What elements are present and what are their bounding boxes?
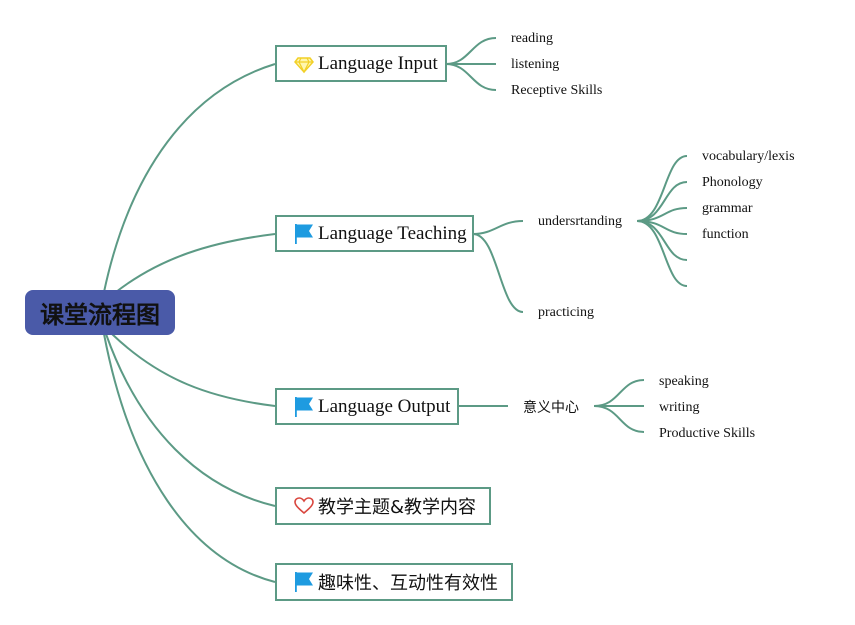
diamond-icon (294, 53, 314, 75)
leaf-grammar[interactable]: grammar (702, 201, 753, 216)
leaf-productive-skills[interactable]: Productive Skills (659, 426, 756, 441)
leaf-phonology[interactable]: Phonology (702, 175, 763, 190)
branch-label: Language Output (318, 395, 451, 417)
root-label: 课堂流程图 (40, 301, 160, 329)
branch-label: Language Teaching (318, 222, 467, 244)
leaf-listening[interactable]: listening (511, 57, 560, 72)
flag-icon (294, 223, 314, 245)
branch-language-teaching[interactable]: Language Teaching (275, 215, 474, 252)
leaf-writing[interactable]: writing (659, 400, 700, 415)
sub-understanding[interactable]: undersrtanding (538, 214, 622, 229)
sub-practicing[interactable]: practicing (538, 305, 594, 320)
branch-teaching-theme[interactable]: 教学主题&教学内容 (275, 487, 491, 525)
leaf-vocabulary[interactable]: vocabulary/lexis (702, 149, 795, 164)
branch-language-output[interactable]: Language Output (275, 388, 459, 425)
branch-label: 趣味性、互动性有效性 (318, 573, 498, 594)
branch-language-input[interactable]: Language Input (275, 45, 447, 82)
leaf-receptive-skills[interactable]: Receptive Skills (511, 83, 603, 98)
root-node[interactable]: 课堂流程图 (25, 290, 175, 335)
leaf-reading[interactable]: reading (511, 31, 553, 46)
branch-fun-interaction[interactable]: 趣味性、互动性有效性 (275, 563, 513, 601)
branch-label: 教学主题&教学内容 (318, 497, 477, 518)
leaf-function[interactable]: function (702, 227, 749, 242)
heart-icon (294, 495, 314, 517)
flag-icon (294, 571, 314, 593)
branch-label: Language Input (318, 52, 438, 74)
leaf-speaking[interactable]: speaking (659, 374, 709, 389)
sub-meaning-center[interactable]: 意义中心 (523, 400, 579, 416)
flag-icon (294, 396, 314, 418)
